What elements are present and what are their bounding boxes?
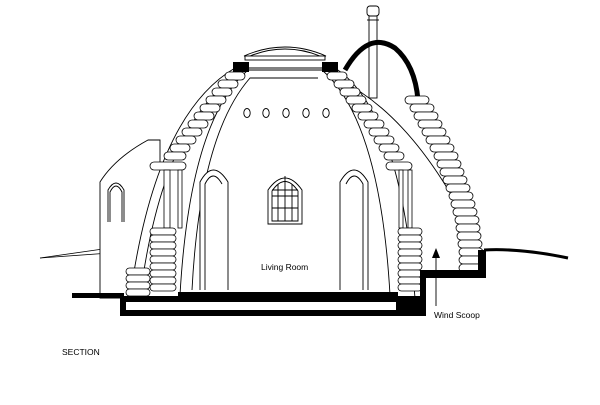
sandbag-wall-left [149,71,246,171]
sandbag-stack-right [397,227,423,292]
sandbag-wind-scoop [404,95,484,273]
dome-caps [233,62,338,72]
skylight [243,46,327,61]
room-label: Living Room [261,262,308,272]
sandbag-wall-right [326,71,413,171]
wind-arrow [432,248,440,306]
floor-foundation [72,250,486,316]
section-caption: SECTION [62,347,100,357]
arched-openings [199,169,369,290]
ground-right [483,248,569,260]
porthole-vents [243,108,330,118]
chimney [366,5,380,99]
sandbag-stack-left [125,227,177,297]
arched-window [267,176,303,225]
ground-line [39,247,111,259]
wind-scoop-label: Wind Scoop [434,310,480,320]
